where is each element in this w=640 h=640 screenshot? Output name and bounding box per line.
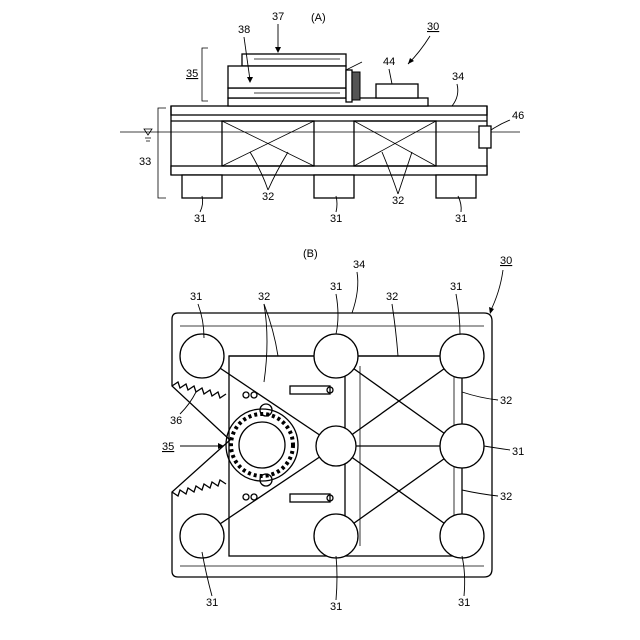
label-32-a-left: 32	[262, 191, 274, 203]
float-top-left	[180, 334, 224, 378]
leader-31-tr	[456, 294, 460, 334]
leader-31-tm	[336, 294, 338, 334]
winch-post	[346, 70, 352, 102]
leader-44	[389, 69, 392, 84]
label-32-r1: 32	[500, 395, 512, 407]
label-35-a: 35	[186, 68, 198, 80]
label-31-tl: 31	[190, 291, 202, 303]
float-top-mid	[314, 334, 358, 378]
leader-31-bm	[336, 556, 337, 600]
view-b-caption: (B)	[303, 248, 318, 260]
serration-lower	[172, 480, 226, 496]
float-top-right	[440, 334, 484, 378]
label-31-a-left: 31	[194, 213, 206, 225]
label-31-a-mid: 31	[330, 213, 342, 225]
lower-beam	[171, 166, 487, 175]
label-31-mr: 31	[512, 446, 524, 458]
label-36: 36	[170, 415, 182, 427]
float-bottom-right	[440, 514, 484, 558]
label-32-a-right: 32	[392, 195, 404, 207]
label-31-a-right: 31	[455, 213, 467, 225]
bracket-33	[158, 108, 166, 198]
label-32-tl: 32	[258, 291, 270, 303]
leader-30-b	[490, 270, 503, 312]
label-46: 46	[512, 110, 524, 122]
upper-deck	[171, 106, 487, 115]
view-b-ref-30: 30	[500, 255, 512, 267]
label-31-bm: 31	[330, 601, 342, 613]
float-mid-a	[314, 175, 354, 198]
gripper-base	[228, 98, 428, 106]
pin	[243, 494, 249, 500]
view-b: (B) 30	[162, 248, 524, 613]
label-34-a: 34	[452, 71, 464, 83]
label-34-b: 34	[353, 259, 365, 271]
label-31-tm: 31	[330, 281, 342, 293]
serration-upper	[172, 382, 226, 398]
view-a-ref-30: 30	[427, 21, 439, 33]
float-bottom-left	[180, 514, 224, 558]
arm-upper	[290, 386, 330, 394]
label-31-br: 31	[458, 597, 470, 609]
unit-44	[376, 84, 418, 98]
winch-drum	[352, 72, 360, 100]
arrow-37	[275, 47, 281, 53]
leader-31-bl	[202, 552, 212, 596]
float-left-a	[182, 175, 222, 198]
label-33: 33	[139, 156, 151, 168]
arm-lower	[290, 494, 330, 502]
leader-31-mr	[484, 446, 510, 450]
view-a-caption: (A)	[311, 12, 326, 24]
label-38: 38	[238, 24, 250, 36]
float-mid-center	[316, 426, 356, 466]
float-mid-right	[440, 424, 484, 468]
arrow-30-b	[489, 307, 494, 314]
label-35-b: 35	[162, 441, 174, 453]
view-a: (A) 30	[120, 11, 524, 225]
pile	[239, 422, 285, 468]
leader-31-a2	[336, 196, 337, 212]
label-37: 37	[272, 11, 284, 23]
upper-arm-37	[242, 54, 346, 66]
leader-34-a	[452, 84, 458, 106]
label-31-bl: 31	[206, 597, 218, 609]
leader-31-br	[462, 556, 465, 596]
leader-34-b	[352, 272, 358, 313]
label-31-tr: 31	[450, 281, 462, 293]
leader-32-tl2	[264, 304, 278, 356]
pin	[251, 494, 257, 500]
leader-32-tl1	[264, 304, 267, 382]
pin	[251, 392, 257, 398]
side-box-46	[479, 126, 491, 148]
float-right-a	[436, 175, 476, 198]
label-32-tm: 32	[386, 291, 398, 303]
pin	[243, 392, 249, 398]
label-44: 44	[383, 56, 395, 68]
gripper-body	[228, 66, 346, 88]
bracket-35-a	[202, 48, 208, 101]
leader-31-tl	[198, 304, 204, 338]
winch-cable	[346, 62, 362, 70]
water-level-symbol	[144, 129, 152, 141]
label-32-r2: 32	[500, 491, 512, 503]
leader-46	[491, 120, 510, 130]
float-bottom-mid	[314, 514, 358, 558]
leader-32-tm	[392, 304, 398, 356]
